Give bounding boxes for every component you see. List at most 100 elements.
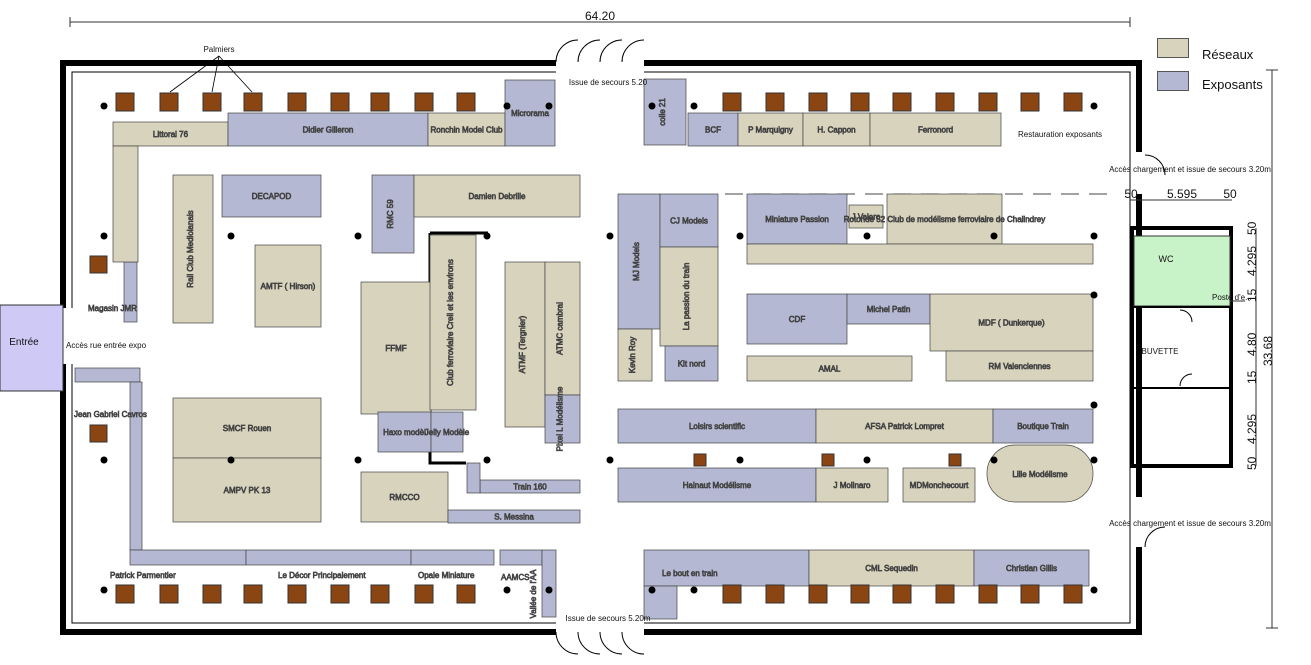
stand-label-atmf: ATMF (Tergnier) <box>518 315 527 373</box>
palm-planter <box>850 92 870 112</box>
stand-label-gillis: Christian Gillis <box>1006 564 1057 573</box>
stand-microrama <box>504 79 556 147</box>
stand-gillis <box>973 549 1090 587</box>
dim-right-e: 15 <box>1245 370 1259 384</box>
stand-label-minipassion: Miniature Passion <box>765 215 829 224</box>
stand-rotonde <box>886 193 1003 245</box>
stand-cavrosv <box>129 381 143 551</box>
structural-column <box>354 456 362 464</box>
stand-label-train160: Train 160 <box>513 483 547 492</box>
stand-opale <box>410 549 495 566</box>
palm-planter <box>414 92 434 112</box>
stand-label-railclub: Rail Club Mediolanais <box>186 210 195 287</box>
stand-atmc <box>544 261 581 396</box>
structural-column <box>690 586 698 594</box>
palm-planter <box>765 584 785 604</box>
stand-smcf <box>172 397 322 459</box>
entrance-access-label: Accès rue entrée expo <box>66 341 147 350</box>
palm-planter <box>456 584 476 604</box>
structural-column <box>736 456 744 464</box>
stand-debrille <box>413 174 581 218</box>
legend-label-reseaux: Réseaux <box>1202 47 1254 62</box>
palm-planter <box>370 584 390 604</box>
stand-bcf <box>687 112 739 147</box>
structural-column <box>863 456 871 464</box>
structural-column <box>990 456 998 464</box>
stand-label-amal: AMAL <box>819 365 841 374</box>
stand-rmcco <box>360 471 449 523</box>
dim-right-a: 50 <box>1245 221 1259 235</box>
structural-column <box>1090 401 1098 409</box>
stand-label-littoral: Littoral 76 <box>153 130 189 139</box>
palm-planter <box>370 92 390 112</box>
stand-railclub <box>172 174 214 324</box>
loading-access-bottom: Accès chargement et issue de secours 3.2… <box>1109 519 1271 528</box>
structural-column <box>736 232 744 240</box>
palm-planter <box>948 453 962 467</box>
stand-label-rotonde: Rotonde 52 Club de modélisme ferroviaire… <box>844 215 1045 224</box>
stand-label-cappon: H. Cappon <box>817 126 855 135</box>
structural-column <box>227 456 235 464</box>
structural-column <box>1090 232 1098 240</box>
legend-label-exposants: Exposants <box>1202 77 1263 92</box>
stand-label-colle: colle 21 <box>658 98 667 126</box>
entrance-label: Entrée <box>9 337 39 348</box>
structural-column <box>606 232 614 240</box>
stand-label-messina: S. Messina <box>494 513 534 522</box>
stand-cj <box>659 193 719 248</box>
stand-label-opale: Opale Miniature <box>418 571 475 580</box>
structural-column <box>483 456 491 464</box>
palm-planter <box>1020 584 1040 604</box>
stand-litv <box>112 145 139 263</box>
palm-planter <box>287 584 307 604</box>
palmiers-label: Palmiers <box>203 45 234 54</box>
stand-hainaut <box>617 467 817 503</box>
palm-planter <box>115 584 135 604</box>
structural-column <box>863 232 871 240</box>
dim-right-d: 4.80 <box>1245 332 1259 356</box>
structural-column <box>648 102 656 110</box>
buvette-label: BUVETTE <box>1142 347 1179 356</box>
palm-planter <box>1063 92 1083 112</box>
stand-messina <box>447 509 581 524</box>
structural-column <box>545 586 553 594</box>
total-width-label: 64.20 <box>585 9 615 23</box>
dim-top-width: 5.595 <box>1167 187 1197 201</box>
palm-planter <box>765 92 785 112</box>
dim-right-f: 4.295 <box>1245 414 1259 444</box>
stand-label-cdf: CDF <box>789 315 806 324</box>
stand-parmentier <box>129 549 247 566</box>
stand-label-afsa: AFSA Patrick Lompret <box>865 422 944 431</box>
stand-jelly <box>430 411 464 453</box>
structural-column <box>100 232 108 240</box>
palm-planter <box>978 584 998 604</box>
stand-label-mj: MJ Models <box>632 242 641 281</box>
stand-label-loisirs: Loisirs scientific <box>689 422 745 431</box>
emergency-exit-top: Issue de secours 5.20 <box>569 78 648 87</box>
palm-planter <box>330 92 350 112</box>
columns-layer <box>100 102 1098 594</box>
stand-ampv <box>172 457 322 523</box>
stand-label-jelly: Jelly Modèle <box>425 428 470 437</box>
palm-planter <box>821 453 835 467</box>
palm-planter <box>892 584 912 604</box>
legend-swatch-exposants <box>1157 71 1189 91</box>
stand-atmf <box>504 261 546 428</box>
palm-planter <box>414 584 434 604</box>
stand-rmv <box>945 350 1094 382</box>
palm-planter <box>1020 92 1040 112</box>
stand-label-cj: CJ Models <box>670 217 708 226</box>
stand-ronchin <box>427 112 506 147</box>
stand-rmc59 <box>371 174 415 254</box>
palm-planter <box>892 92 912 112</box>
stand-label-patin: Michel Patin <box>867 305 911 314</box>
stand-label-parmentier: Patrick Parmentier <box>110 571 176 580</box>
stand-label-decor: Le Décor Principalement <box>278 571 366 580</box>
structural-column <box>690 102 698 110</box>
stand-label-mdf: MDF ( Dunkerque) <box>978 319 1045 328</box>
stand-decor <box>245 549 412 566</box>
structural-column <box>1090 291 1098 299</box>
stand-cavros <box>74 367 141 383</box>
restauration-label: Restauration exposants <box>1018 130 1102 139</box>
pillars-layer <box>89 92 1083 604</box>
